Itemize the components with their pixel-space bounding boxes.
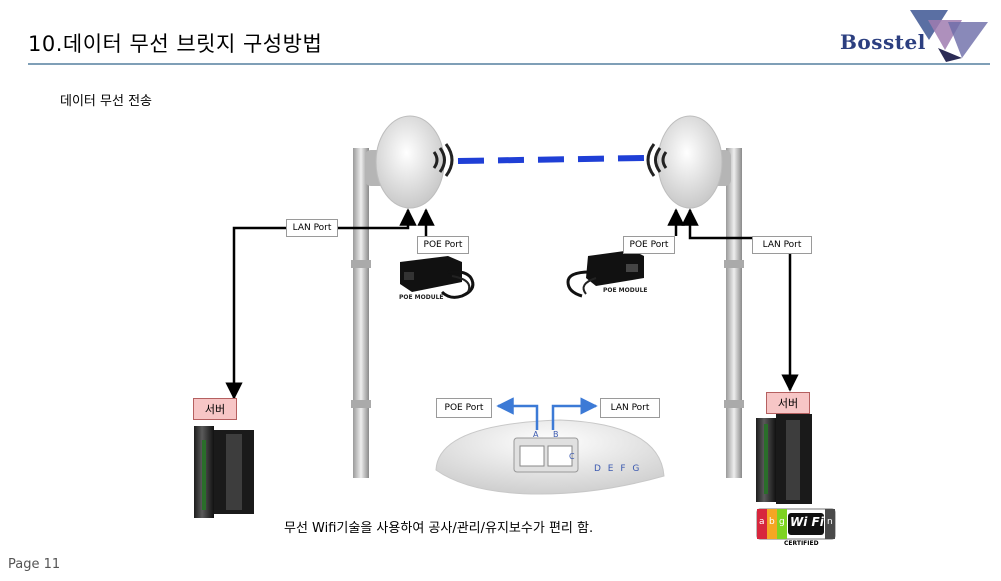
port-b-label: B (553, 430, 559, 439)
base-unit-icon (435, 419, 665, 495)
port-a-label: A (533, 430, 539, 439)
right-server-icon (756, 414, 812, 504)
right-lan-to-dish-line (681, 208, 752, 240)
wifi-certified-text: CERTIFIED (784, 540, 819, 547)
left-signal-icon (432, 143, 454, 177)
left-server-icon (194, 426, 254, 518)
lan-port-bottom-label: LAN Port (600, 398, 660, 418)
ports-defg-label: D E F G (594, 464, 642, 474)
lan-port-left-label: LAN Port (286, 219, 338, 237)
wifi-letter-b: b (769, 517, 775, 527)
wifi-logo-text: Wi Fi (790, 515, 824, 529)
caption: 무선 Wifi기술을 사용하여 공사/관리/유지보수가 편리 함. (284, 521, 594, 536)
poe-port-left-label: POE Port (417, 236, 469, 254)
wifi-letter-a: a (759, 517, 765, 527)
poe-module-left-text: POE MODULE (399, 294, 444, 301)
wifi-letter-g: g (779, 517, 785, 527)
poe-port-bottom-label: POE Port (436, 398, 492, 418)
section-subtitle: 데이터 무선 전송 (60, 94, 152, 109)
base-lan-arrow (551, 397, 598, 430)
poe-module-right-text: POE MODULE (603, 287, 648, 294)
left-lan-to-dish-line (338, 208, 417, 230)
left-lan-line (225, 226, 288, 400)
wifi-letter-n: n (827, 517, 833, 527)
page-title: 10.데이터 무선 브릿지 구성방법 (28, 32, 323, 56)
port-c-label: C (569, 452, 575, 461)
left-poe-module-icon (400, 256, 475, 299)
poe-port-right-label: POE Port (623, 236, 675, 254)
lan-port-right-label: LAN Port (752, 236, 812, 254)
base-poe-arrow (496, 397, 539, 430)
server-right-label: 서버 (766, 392, 810, 414)
right-poe-module-icon (566, 250, 644, 298)
right-signal-icon (646, 143, 668, 177)
server-left-label: 서버 (193, 398, 237, 420)
brand-logo-icon (910, 10, 988, 62)
wifi-certified-logo-icon (756, 508, 836, 540)
title-divider (28, 63, 990, 65)
right-antenna-icon (657, 115, 744, 478)
left-antenna-icon (351, 115, 445, 478)
wireless-link (457, 155, 645, 164)
brand-name: Bosstel (840, 30, 926, 54)
page-number: Page 11 (8, 557, 61, 572)
